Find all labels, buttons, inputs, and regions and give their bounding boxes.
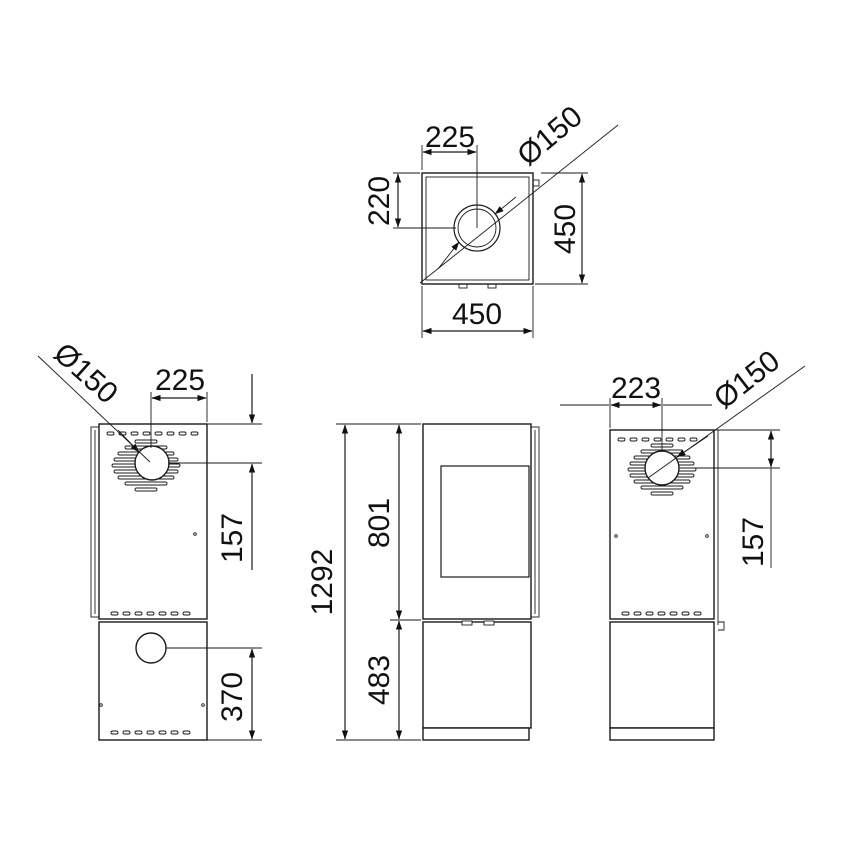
front-view-total-height-label: 1292 [306,549,339,616]
back-view-slot [146,730,155,735]
back-view-slot [182,611,191,616]
back-view-slot [142,431,151,436]
side-view-slot [669,611,678,616]
back-view-slot [170,730,179,735]
back-view-slot [134,730,143,735]
back-view-screw [99,703,103,707]
front-view: 1292 801 483 [306,423,540,741]
side-view-flue-diameter-label: Ø150 [708,344,786,415]
side-view-slot [693,611,702,616]
front-view-glass-door [440,465,530,578]
top-view-diameter-arrow-a [437,241,460,270]
top-view-inner-outline [425,176,530,281]
side-view-louvre [640,485,684,490]
back-view-screw [201,703,205,707]
back-view-slot [190,431,199,436]
side-view-slot [677,437,686,442]
top-view-rear-lug [532,179,540,187]
back-view-slot [110,611,119,616]
back-view-slot [110,730,119,735]
back-view-flue-diameter-label: Ø150 [47,337,124,411]
side-view-slot [653,437,662,442]
side-view-flue-offset-x-label: 223 [611,372,661,405]
back-view-slot [158,611,167,616]
front-view-handle-left [461,620,473,626]
side-view-top-slots [617,437,698,442]
back-view-lower-outlet-height-label: 370 [216,672,249,722]
top-view-depth-label: 450 [549,204,582,254]
side-view-flue-offset-top-label: 157 [737,517,770,567]
side-view-slot [617,437,626,442]
top-view-diameter-leader [419,124,619,284]
side-view-louvre [650,491,674,496]
side-view-diameter-arrow [676,435,709,458]
back-view-slot [178,431,187,436]
side-view-slot [629,437,638,442]
side-view-slot [689,437,698,442]
side-view-rear-latch [718,621,725,631]
back-view-flue-offset-x-label: 225 [155,364,205,397]
back-view-screw [193,532,197,536]
back-view-bottom-slots [110,611,191,616]
back-view-slot [170,611,179,616]
back-view-base-slots [110,730,191,735]
top-view-flue-offset-x-label: 225 [425,121,475,154]
side-view-slot [665,437,674,442]
back-view-slot [130,431,139,436]
front-view-side-strip [530,426,540,618]
back-view-flue-outlet [134,445,170,481]
front-view-upper-body [422,423,532,620]
back-view: Ø150 225 157 370 [37,337,262,741]
side-view-bottom-slots [621,611,702,616]
side-view-slot [645,611,654,616]
back-view-slot [146,611,155,616]
back-view-slot [106,431,115,436]
back-view-slot [122,611,131,616]
top-view-width-label: 450 [452,298,502,331]
back-view-side-strip [90,426,100,618]
side-view-screw [614,534,618,538]
back-view-lower-outlet [135,632,167,664]
side-view-slot [641,437,650,442]
front-view-lower-body [422,621,532,729]
back-view-slot [154,431,163,436]
top-view-diameter-arrow-b [494,196,517,215]
back-view-slot [166,431,175,436]
top-view: Ø150 225 220 450 450 [363,100,619,338]
back-view-diameter-arrow [117,429,140,453]
side-view-diameter-leader [647,365,806,479]
front-view-lower-section-height-label: 483 [363,655,396,705]
back-view-flue-offset-top-label: 157 [216,513,249,563]
back-view-louvre [124,481,168,486]
side-view: 223 Ø150 157 [560,344,806,741]
back-view-slot [134,611,143,616]
top-view-flue-diameter-label: Ø150 [511,100,588,172]
side-view-slot [681,611,690,616]
back-view-slot [122,730,131,735]
back-view-slot [158,730,167,735]
top-view-flue-offset-y-label: 220 [363,176,396,226]
front-view-upper-section-height-label: 801 [363,498,396,548]
front-view-handle-right [483,620,495,626]
back-view-louvre [134,439,158,444]
back-view-louvre [134,487,158,492]
front-view-plinth [422,727,530,741]
top-view-foot-right [487,283,497,289]
side-view-slot [633,611,642,616]
top-view-outline [421,172,534,285]
side-view-screw [705,534,709,538]
side-view-lower-panel [609,621,715,729]
top-view-foot-left [458,283,468,289]
side-view-plinth [609,727,715,741]
side-view-slot [621,611,630,616]
back-view-slot [182,730,191,735]
side-view-slot [657,611,666,616]
